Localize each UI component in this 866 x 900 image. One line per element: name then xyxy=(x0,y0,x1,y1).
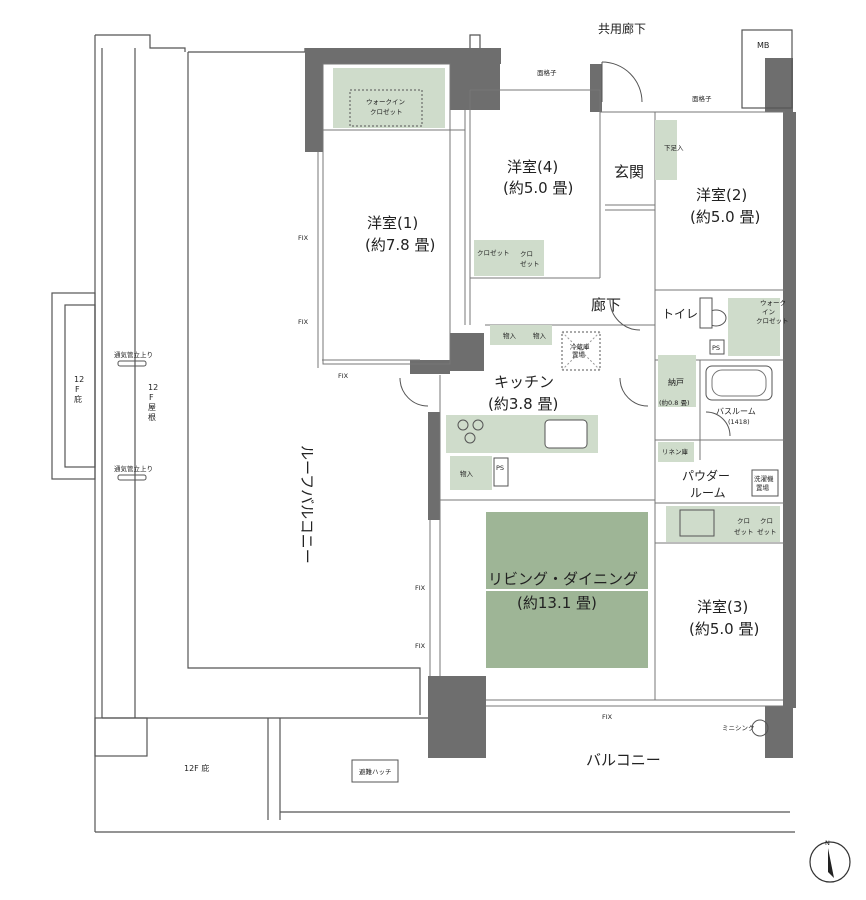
north-compass-icon xyxy=(809,841,851,883)
vertical-labels: ルーフバルコニー 12 F 屋 根 12 F 庇 xyxy=(74,375,316,564)
mini-sink-icon xyxy=(751,719,769,737)
label-walkin-v2: イン xyxy=(762,308,775,316)
label-entrance: 玄関 xyxy=(614,163,644,181)
label-washer-1: 洗濯機 xyxy=(754,474,774,483)
label-ps-2: PS xyxy=(496,464,504,472)
label-fix-1: FIX xyxy=(298,234,309,242)
labels: 共用廊下 MB ウォークイン クロゼット 洋室(1) (約7.8 畳) 洋室(4… xyxy=(114,21,830,847)
label-fix-6: FIX xyxy=(602,713,613,721)
label-western4-name: 洋室(4) xyxy=(507,158,558,176)
label-storage-kitchen: 物入 xyxy=(460,469,474,478)
label-ps-1: PS xyxy=(712,344,720,352)
label-balcony: バルコニー xyxy=(586,751,661,769)
label-linen: リネン庫 xyxy=(662,447,689,456)
label-western2-name: 洋室(2) xyxy=(696,186,747,204)
doors xyxy=(399,61,731,437)
label-fix-3: FIX xyxy=(338,372,349,380)
label-fix-4: FIX xyxy=(415,584,426,592)
label-storage-a: 物入 xyxy=(503,331,517,340)
label-closet-a: クロゼット xyxy=(477,248,510,257)
label-fridge-1: 冷蔵庫 xyxy=(570,342,590,351)
label-closet-c2: ゼット xyxy=(734,527,754,536)
label-lattice-1: 面格子 xyxy=(537,68,557,77)
label-shoe-storage: 下足入 xyxy=(664,144,684,152)
label-closet-d1: クロ xyxy=(760,517,773,525)
label-mini-sink: ミニシンク xyxy=(722,724,755,732)
label-common-corridor: 共用廊下 xyxy=(598,21,646,36)
label-roof-12f-2: F xyxy=(149,393,154,402)
fridge-space xyxy=(561,331,601,371)
label-closet-b2: ゼット xyxy=(520,259,540,268)
label-toilet: トイレ xyxy=(662,307,698,321)
label-fix-2: FIX xyxy=(298,318,309,326)
label-kitchen-name: キッチン xyxy=(494,373,554,391)
label-bathroom: バスルーム xyxy=(716,407,756,416)
label-walkin-v1: ウォーク xyxy=(760,299,786,307)
label-fridge-2: 置場 xyxy=(572,350,586,359)
vent-pipe-markers xyxy=(117,360,147,481)
label-eave-12f: 12F 庇 xyxy=(184,763,209,773)
label-eave-v2: F xyxy=(75,385,80,394)
interior-lines xyxy=(317,63,785,707)
label-storage-size: (約0.8 畳) xyxy=(659,398,689,407)
label-western4-size: (約5.0 畳) xyxy=(503,179,573,197)
label-roof-12f-4: 根 xyxy=(148,412,156,422)
label-storage-b: 物入 xyxy=(533,331,547,340)
fix-labels: FIX FIX FIX FIX FIX FIX xyxy=(298,234,613,721)
label-mb: MB xyxy=(757,41,769,50)
label-western2-size: (約5.0 畳) xyxy=(690,208,760,226)
label-western3-size: (約5.0 畳) xyxy=(689,620,759,638)
label-western1-name: 洋室(1) xyxy=(367,214,418,232)
label-western1-size: (約7.8 畳) xyxy=(365,236,435,254)
label-closet-b1: クロ xyxy=(520,250,533,258)
label-living-name: リビング・ダイニング xyxy=(488,570,638,588)
label-kitchen-size: (約3.8 畳) xyxy=(488,395,558,413)
label-roof-12f-3: 屋 xyxy=(148,403,156,412)
label-powder-1: パウダー xyxy=(682,468,730,483)
fixtures xyxy=(333,68,780,542)
label-powder-2: ルーム xyxy=(690,486,726,500)
label-washer-2: 置場 xyxy=(756,483,770,492)
label-eave-v1: 12 xyxy=(74,375,84,384)
label-walkin-v3: クロゼット xyxy=(756,316,789,325)
label-vent-2: 通気管立上り xyxy=(114,464,153,473)
label-lattice-2: 面格子 xyxy=(692,94,712,103)
label-walkin-2: クロゼット xyxy=(370,107,403,116)
label-storage-name: 納戸 xyxy=(668,377,684,387)
mb-box xyxy=(741,29,793,109)
label-closet-c1: クロ xyxy=(737,517,750,525)
label-north: N xyxy=(825,839,830,847)
label-roof-balcony: ルーフバルコニー xyxy=(298,445,316,564)
label-closet-d2: ゼット xyxy=(757,527,777,536)
label-living-size: (約13.1 畳) xyxy=(517,594,597,612)
label-eave-v3: 庇 xyxy=(74,394,82,404)
walls xyxy=(305,48,796,758)
label-bathroom-size: (1418) xyxy=(728,418,750,426)
label-walkin-1: ウォークイン xyxy=(366,98,405,106)
label-escape-hatch: 避難ハッチ xyxy=(359,767,392,776)
roof-balcony-outline xyxy=(51,34,795,833)
label-vent-1: 通気管立上り xyxy=(114,350,153,359)
label-western3-name: 洋室(3) xyxy=(697,598,748,616)
label-hallway: 廊下 xyxy=(591,296,621,314)
label-roof-12f-1: 12 xyxy=(148,383,158,392)
label-fix-5: FIX xyxy=(415,642,426,650)
